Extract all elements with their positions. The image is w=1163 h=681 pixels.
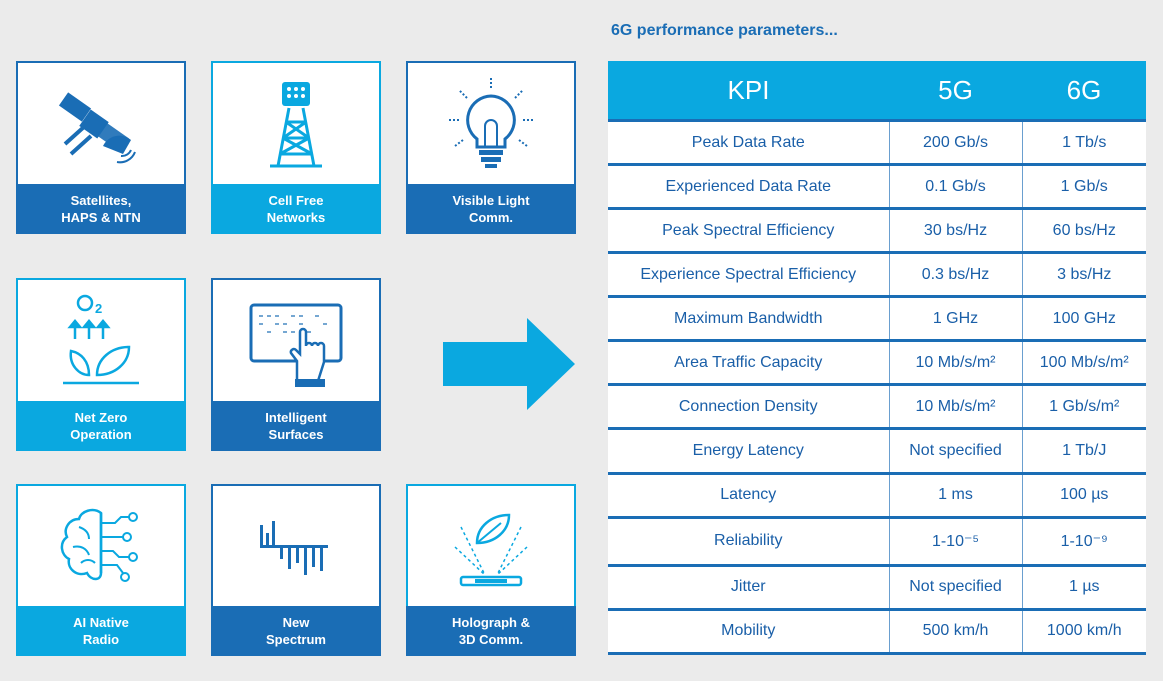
5g-cell: 10 Mb/s/m² — [888, 383, 1022, 429]
kpi-cell: Connection Density — [608, 383, 889, 429]
5g-cell: 30 bs/Hz — [888, 207, 1022, 253]
kpi-cell: Area Traffic Capacity — [608, 339, 889, 385]
kpi-cell: Peak Data Rate — [608, 118, 889, 165]
tile-ai-native: AI Native Radio — [16, 484, 186, 656]
tile-visible-light: Visible Light Comm. — [406, 61, 576, 234]
5g-cell: 1 GHz — [888, 295, 1022, 341]
kpi-cell: Experienced Data Rate — [608, 163, 889, 209]
hologram-icon — [408, 486, 574, 607]
spectrum-bars-icon — [213, 486, 379, 607]
5g-cell: Not specified — [888, 427, 1022, 473]
kpi-cell: Maximum Bandwidth — [608, 295, 889, 341]
6g-cell: 1 Tb/s — [1021, 118, 1146, 165]
table-header-row: KPI 5G 6G — [608, 61, 1146, 122]
6g-cell: 60 bs/Hz — [1021, 207, 1146, 253]
right-arrow-icon — [443, 318, 575, 415]
net-zero-leaf-icon: 2 — [18, 280, 184, 402]
5g-cell: 500 km/h — [888, 607, 1022, 656]
6g-cell: 1 Tb/J — [1021, 427, 1146, 473]
satellite-icon — [18, 63, 184, 185]
6g-cell: 100 µs — [1021, 471, 1146, 518]
tile-satellites: Satellites, HAPS & NTN — [16, 61, 186, 234]
tile-caption: Cell Free Networks — [211, 184, 381, 234]
6g-cell: 3 bs/Hz — [1021, 251, 1146, 297]
5g-cell: 1 ms — [888, 471, 1022, 518]
tile-caption: New Spectrum — [211, 606, 381, 656]
kpi-cell: Mobility — [608, 607, 889, 656]
ai-brain-icon — [18, 486, 184, 607]
header-6g: 6G — [1022, 61, 1146, 122]
kpi-cell: Reliability — [608, 515, 889, 566]
header-kpi: KPI — [608, 61, 889, 122]
tile-cell-free: Cell Free Networks — [211, 61, 381, 234]
tile-caption: Holograph & 3D Comm. — [406, 606, 576, 656]
touch-surface-icon — [213, 280, 379, 402]
6g-cell: 1-10⁻⁹ — [1021, 515, 1146, 566]
5g-cell: 200 Gb/s — [888, 118, 1022, 165]
6g-cell: 1 µs — [1021, 563, 1146, 610]
5g-cell: Not specified — [888, 563, 1022, 610]
kpi-cell: Energy Latency — [608, 427, 889, 473]
kpi-cell: Latency — [608, 471, 889, 518]
6g-cell: 100 GHz — [1021, 295, 1146, 341]
6g-cell: 1 Gb/s/m² — [1021, 383, 1146, 429]
table-title: 6G performance parameters... — [611, 22, 838, 39]
tile-holograph: Holograph & 3D Comm. — [406, 484, 576, 656]
tile-intelligent-surfaces: Intelligent Surfaces — [211, 278, 381, 451]
6g-cell: 100 Mb/s/m² — [1021, 339, 1146, 385]
6g-cell: 1 Gb/s — [1021, 163, 1146, 209]
kpi-cell: Experience Spectral Efficiency — [608, 251, 889, 297]
kpi-cell: Jitter — [608, 563, 889, 610]
svg-text:2: 2 — [95, 301, 102, 316]
header-5g: 5G — [889, 61, 1022, 122]
tile-caption: Net Zero Operation — [16, 401, 186, 451]
tile-net-zero: 2 Net Zero Operation — [16, 278, 186, 451]
tile-caption: Visible Light Comm. — [406, 184, 576, 234]
tile-caption: Satellites, HAPS & NTN — [16, 184, 186, 234]
kpi-cell: Peak Spectral Efficiency — [608, 207, 889, 253]
light-bulb-icon — [408, 63, 574, 185]
6g-cell: 1000 km/h — [1021, 607, 1146, 656]
5g-cell: 10 Mb/s/m² — [888, 339, 1022, 385]
tile-new-spectrum: New Spectrum — [211, 484, 381, 656]
5g-cell: 0.1 Gb/s — [888, 163, 1022, 209]
tile-caption: AI Native Radio — [16, 606, 186, 656]
tile-caption: Intelligent Surfaces — [211, 401, 381, 451]
5g-cell: 0.3 bs/Hz — [888, 251, 1022, 297]
5g-cell: 1-10⁻⁵ — [888, 515, 1022, 566]
cell-tower-icon — [213, 63, 379, 185]
